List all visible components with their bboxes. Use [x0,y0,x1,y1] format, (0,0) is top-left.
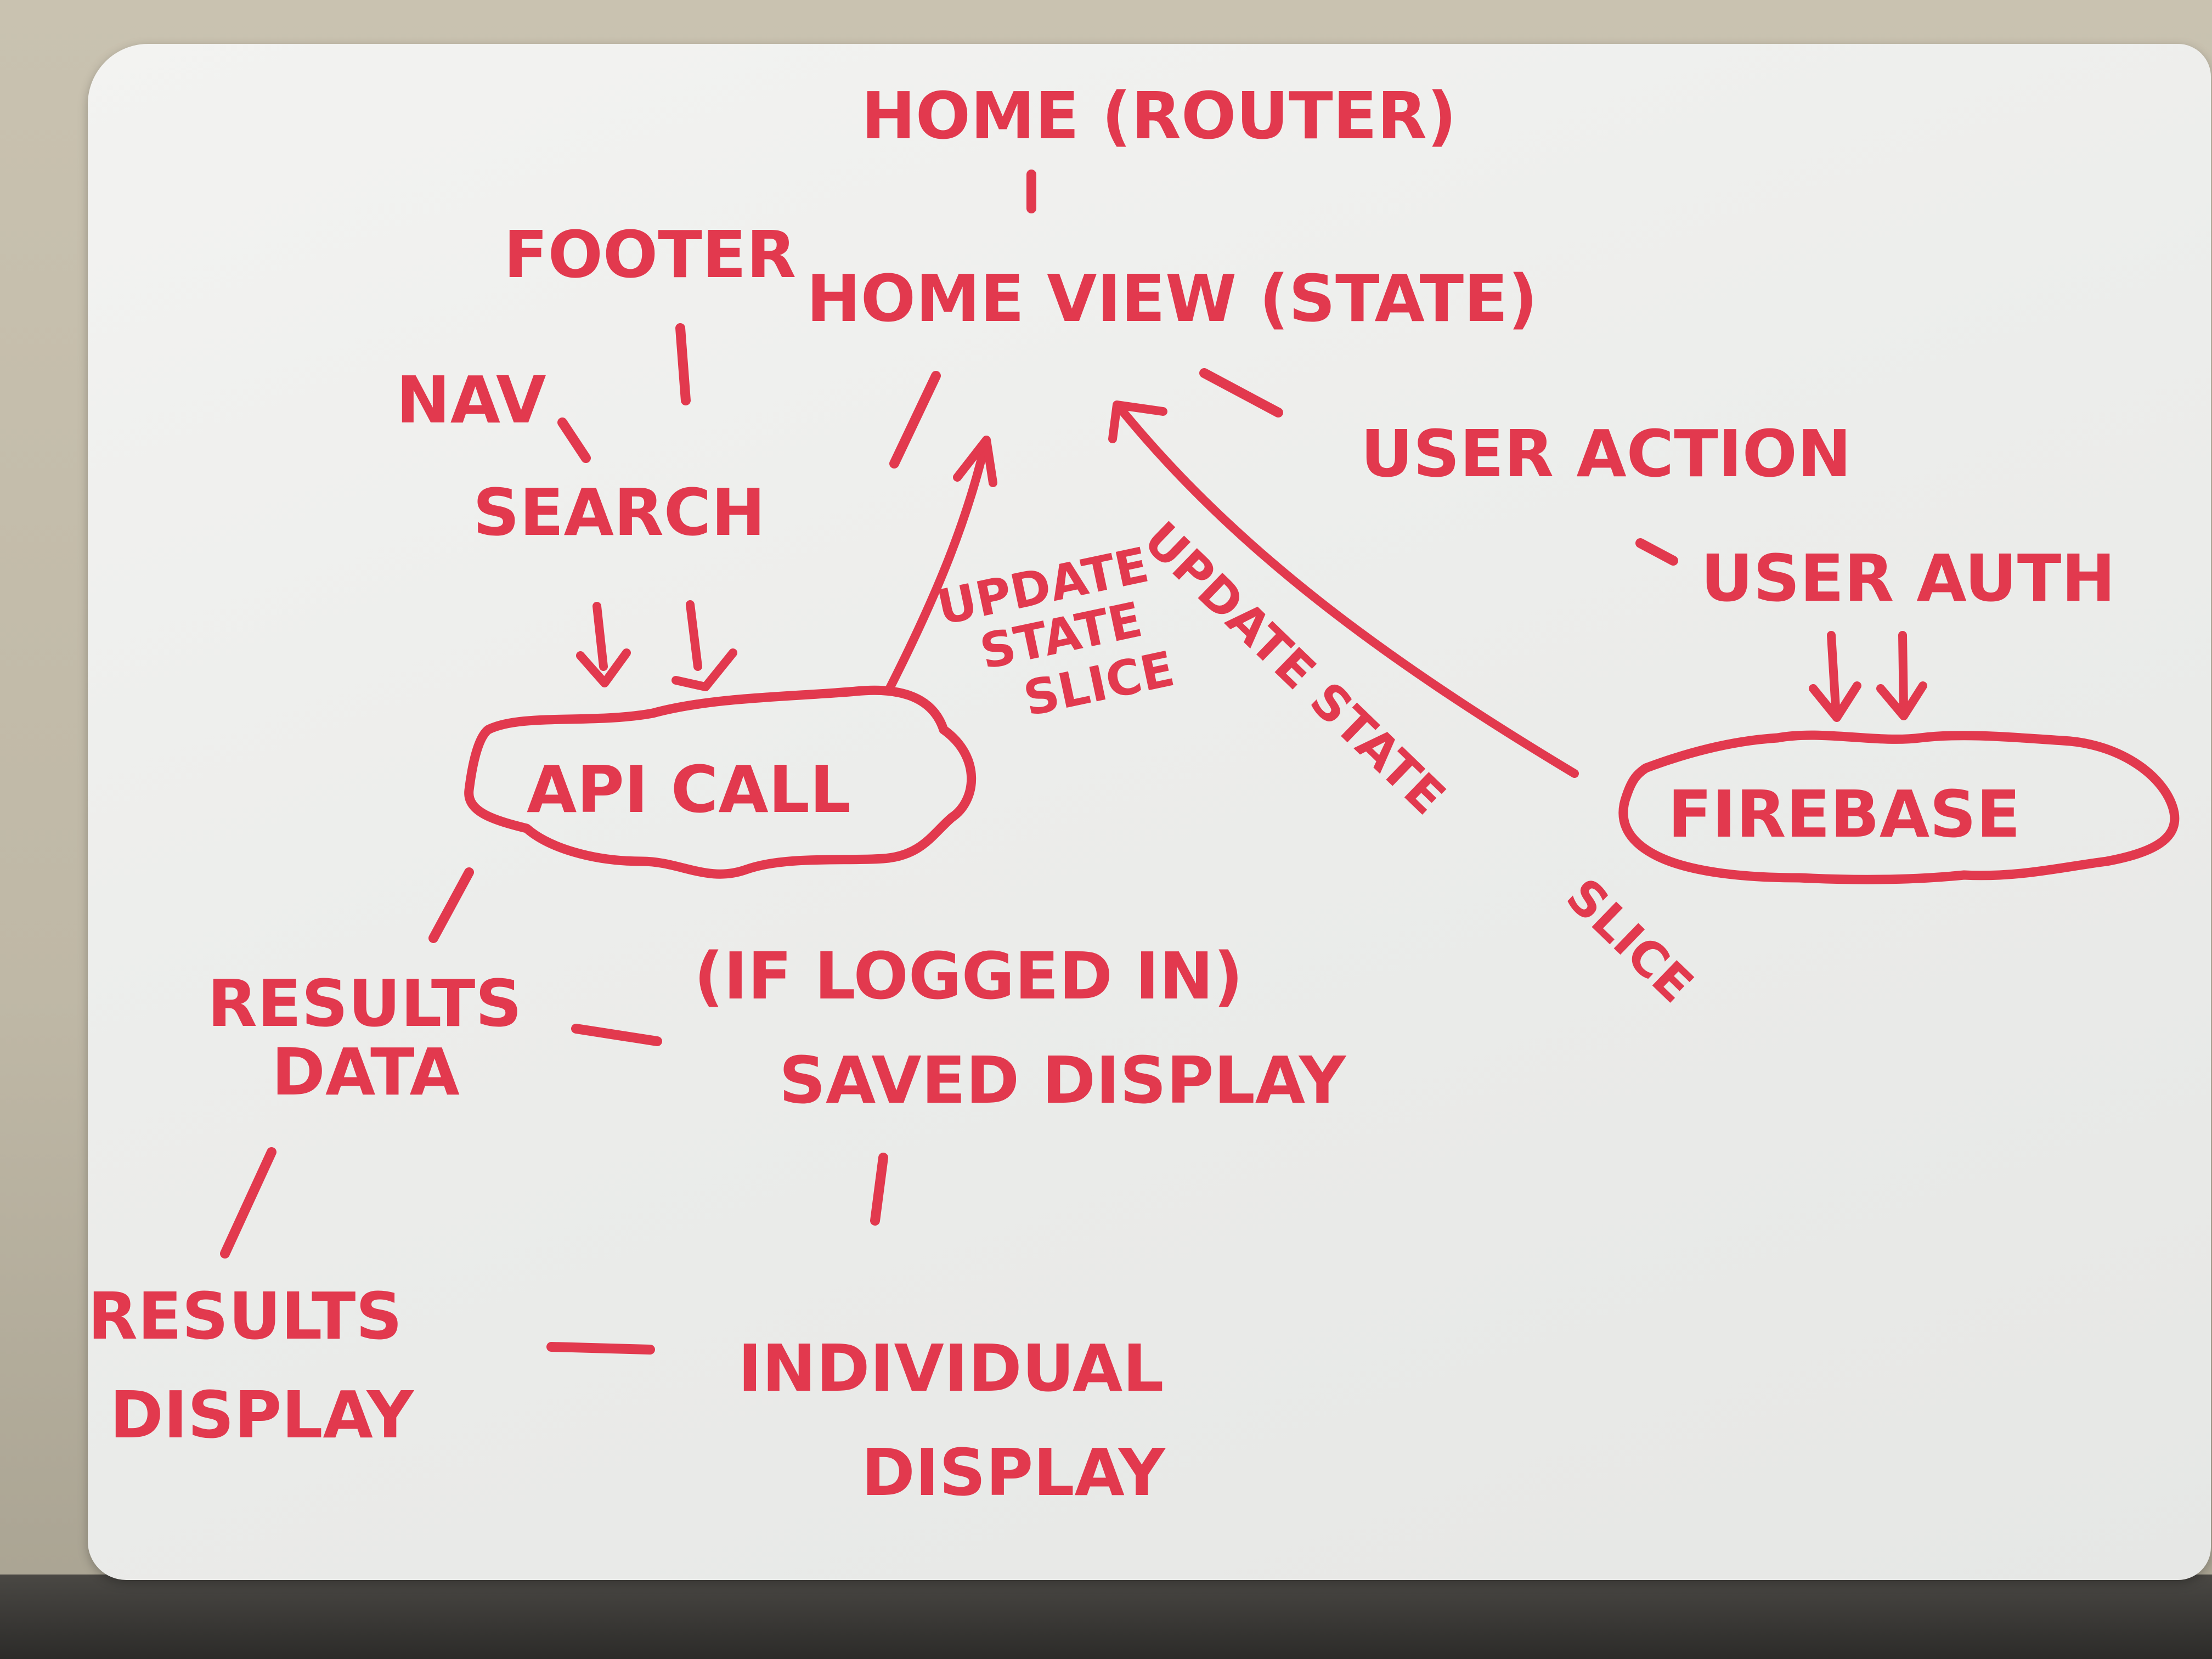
edge-apicall-to-resultsdata [428,867,474,943]
arrows-userauth-to-firebase [1809,631,1927,722]
edge-useraction-to-userauth [1635,538,1678,566]
edge-resultsdata-to-saveddisplay [571,1024,662,1046]
edge-saveddisplay-to-individual [870,1153,888,1226]
cloud-api-call [464,685,977,879]
node-saved-display: SAVED DISPLAY [779,1042,1347,1118]
arrow-firebase-to-homeview [1108,400,1579,778]
edge-homeview-to-useraction [1199,368,1283,417]
edge-nav-to-search [557,417,591,463]
edge-resultsdata-to-resultsdisplay [220,1147,276,1259]
edge-label-firebase-slice: SLICE [1555,867,1704,1013]
node-if-logged-in: (IF LOGGED IN) [694,938,1243,1014]
whiteboard [88,44,2211,1580]
node-user-auth: USER AUTH [1701,540,2115,616]
node-firebase: FIREBASE [1668,776,2021,852]
edge-resultsdisplay-to-individual [546,1342,655,1355]
edge-label-api-update: UPDATE STATE SLICE [932,537,1179,727]
edge-footer-to-search [675,323,691,405]
node-user-action: USER ACTION [1361,416,1852,492]
node-nav: NAV [396,362,546,438]
arrow-apicall-to-homeview [884,436,997,695]
edge-homeview-left [889,371,941,469]
node-results-display-line1: RESULTS [88,1278,402,1354]
node-results-data-line1: RESULTS [207,966,522,1041]
arrows-search-to-apicall [576,600,737,691]
node-home-view: HOME VIEW (STATE) [806,261,1538,336]
cloud-firebase [1618,730,2180,884]
node-results-data-line2: DATA [272,1034,460,1110]
node-footer: FOOTER [504,217,796,292]
node-individual-display-line2: DISPLAY [861,1435,1166,1510]
node-individual-display-line1: INDIVIDUAL [738,1330,1164,1406]
node-results-display-line2: DISPLAY [110,1377,415,1453]
node-search: SEARCH [473,475,765,550]
desk-shadow-strip [0,1575,2212,1659]
node-home-router: HOME (ROUTER) [861,78,1457,154]
node-api-call: API CALL [527,752,851,827]
